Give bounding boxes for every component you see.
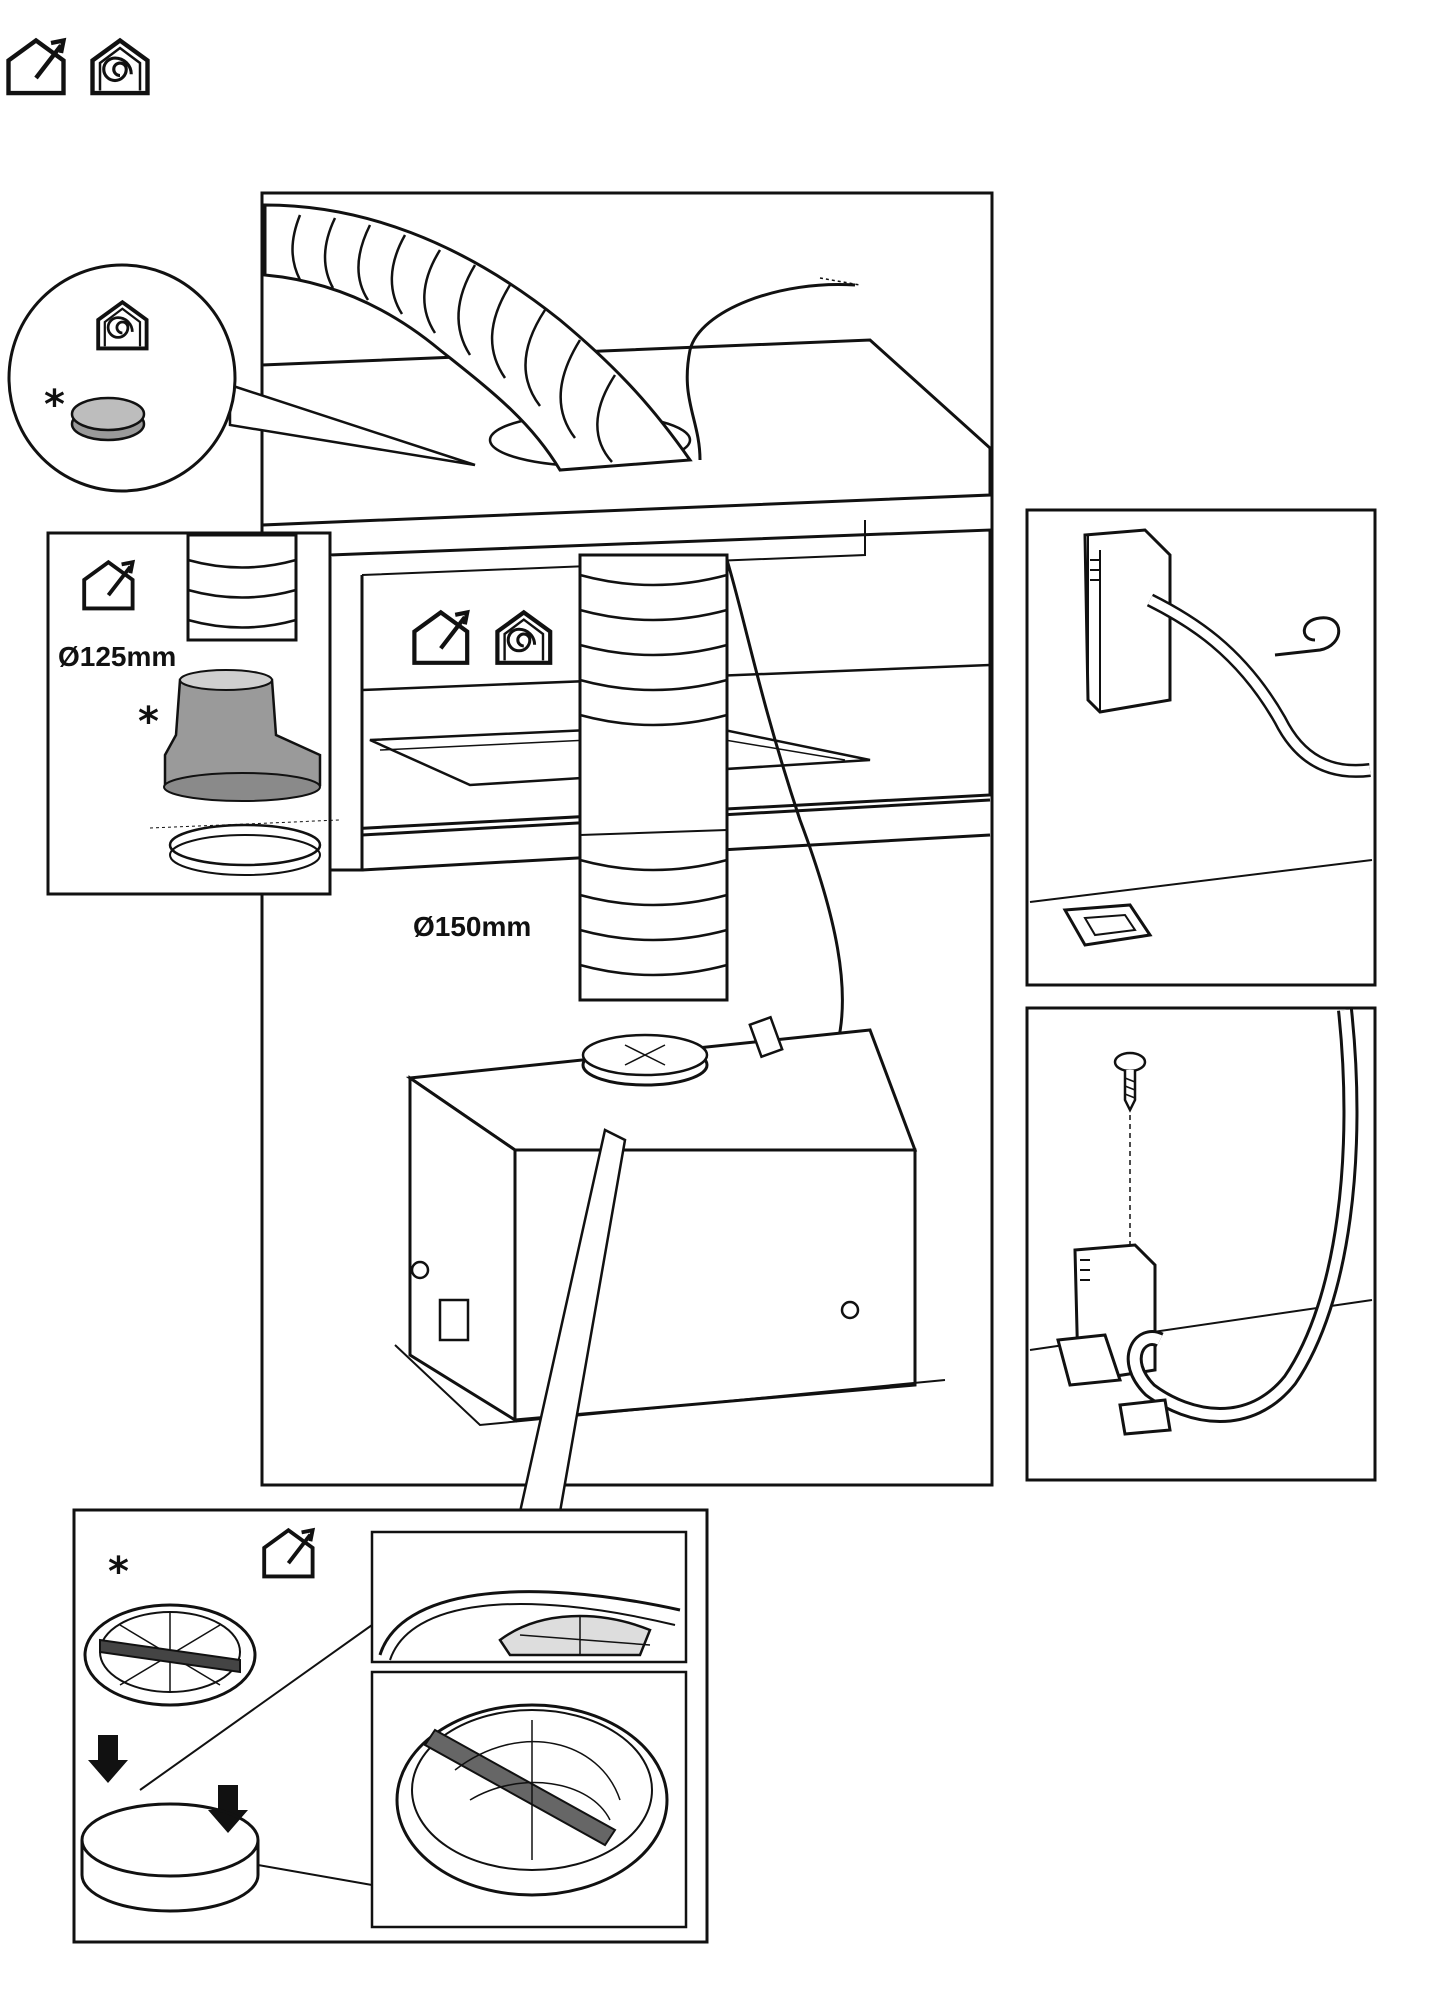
detail-top	[370, 1530, 688, 1664]
duct-diameter-150-label: Ø150mm	[413, 911, 531, 942]
duct-diameter-125-label: Ø125mm	[58, 641, 176, 672]
cable-clip	[1274, 616, 1341, 657]
reducer-adapter	[163, 669, 322, 802]
flap-valve	[83, 1603, 257, 1707]
small-duct	[186, 533, 298, 642]
flexible-duct-curved	[263, 203, 693, 472]
adapter-125mm-inset: Ø125mm *	[46, 531, 341, 896]
electrical-plug	[1083, 528, 1172, 714]
optional-marker-flap: *	[108, 1549, 129, 1595]
recirculation-filter-callout: *	[7, 263, 476, 493]
vertical-duct	[578, 553, 729, 1002]
mounting-ring	[168, 823, 322, 876]
power-cable	[685, 282, 856, 461]
recirculation-mode-icon	[93, 41, 148, 94]
screw-icon	[1113, 1051, 1147, 1113]
main-installation-panel	[260, 191, 994, 1487]
optional-marker-adapter: *	[138, 699, 159, 745]
detail-bottom	[370, 1670, 688, 1929]
non-return-flap-inset: *	[72, 1128, 709, 1944]
extraction-mode-icon	[9, 41, 64, 94]
flange-ring	[80, 1802, 260, 1913]
plug-clip-inset	[1025, 508, 1377, 987]
clip-base-plate	[1062, 903, 1153, 947]
screw-fixing-inset	[1025, 1006, 1377, 1482]
cooker-hood-unit	[394, 1015, 946, 1427]
carbon-filter-icon	[70, 396, 146, 442]
optional-marker: *	[44, 382, 65, 428]
